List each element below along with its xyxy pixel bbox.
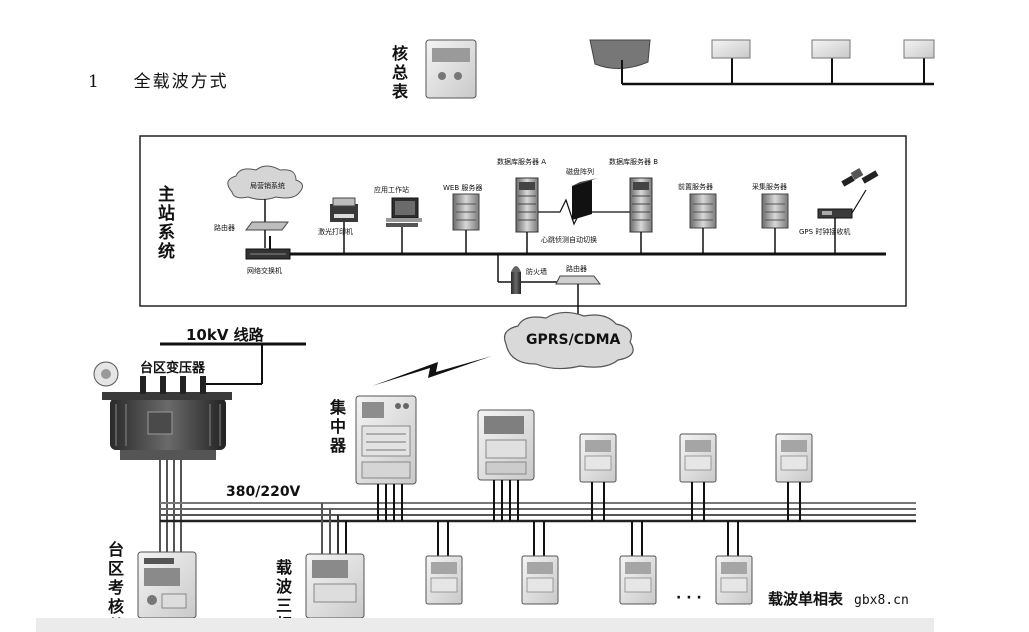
top-transformer-fragment <box>589 39 651 69</box>
router-label: 路由器 <box>214 224 235 232</box>
carrier-three-phase-label: 载波三相表 <box>276 558 293 618</box>
laser-printer-label: 激光打印机 <box>318 228 353 236</box>
router2-label: 路由器 <box>566 265 587 273</box>
area-meter-label-clip: 台区考核总表 <box>100 540 140 618</box>
gps-receiver-icon <box>817 208 853 219</box>
wireless-link-icon <box>372 356 492 386</box>
marketing-system-label: 局营销系统 <box>250 182 285 190</box>
single-phase-meter-icon <box>715 555 753 605</box>
area-meter-label: 台区考核总表 <box>108 540 125 618</box>
db-server-b-label: 数据库服务器 B <box>609 158 659 166</box>
workstation-icon <box>386 197 422 227</box>
transformer-label: 台区变压器 <box>140 361 206 376</box>
single-phase-meter-icon <box>679 433 717 483</box>
laser-printer-icon <box>330 197 358 222</box>
master-station-box <box>139 135 907 307</box>
voltage-label: 380/220V <box>226 484 301 500</box>
section-title: 全载波方式 <box>133 72 229 92</box>
disk-array-label: 磁盘阵列 <box>566 168 594 176</box>
single-phase-meter-icon <box>521 555 559 605</box>
master-station-title: 主站系统 <box>158 185 175 262</box>
satellite-icon <box>841 168 879 187</box>
ellipsis-label: · · · <box>676 590 702 606</box>
gps-receiver-label: GPS 时钟接收机 <box>799 228 851 236</box>
front-server-icon <box>689 193 717 229</box>
cloud-icon <box>227 165 303 200</box>
concentrator-icon <box>355 395 417 485</box>
db-server-a-label: 数据库服务器 A <box>497 158 547 166</box>
top-fragment <box>425 39 935 99</box>
carrier-three-phase-meter-icon <box>305 553 365 619</box>
firewall-icon <box>511 266 521 294</box>
section-heading: 1 全载波方式 <box>88 67 229 92</box>
bottom-bar <box>36 618 934 632</box>
single-phase-meter-icon <box>425 555 463 605</box>
three-phase-label-clip: 载波三相表 <box>270 558 310 618</box>
transformer-icon <box>93 361 232 460</box>
router2-icon <box>555 275 601 285</box>
heartbeat-line <box>538 198 632 226</box>
collect-server-label: 采集服务器 <box>752 183 787 191</box>
disk-array-icon <box>572 178 598 220</box>
gprs-cdma-label: GPRS/CDMA <box>526 332 621 348</box>
db-server-a-icon <box>515 177 539 233</box>
watermark: gbx8.cn <box>854 593 909 608</box>
carrier-single-phase-label: 载波单相表 <box>768 590 844 608</box>
single-phase-meter-icon <box>775 433 813 483</box>
web-server-icon <box>452 193 480 231</box>
top-total-meter-label: 核总表 <box>392 44 409 101</box>
firewall-label: 防火墙 <box>526 268 547 276</box>
heartbeat-switch-label: 心跳侦测自动切换 <box>541 236 597 244</box>
area-check-meter-icon <box>137 551 197 619</box>
single-phase-meter-icon <box>619 555 657 605</box>
network-switch-label: 网络交换机 <box>247 267 282 275</box>
router-icon <box>245 221 289 231</box>
gprs-cloud-icon <box>503 311 634 370</box>
front-server-label: 前置服务器 <box>678 183 713 191</box>
web-server-label: WEB 服务器 <box>443 184 483 192</box>
single-phase-meter-icon <box>579 433 617 483</box>
section-number: 1 <box>88 72 101 92</box>
hv-line-label: 10kV 线路 <box>186 326 264 344</box>
concentrator-label: 集中器 <box>330 398 347 455</box>
db-server-b-icon <box>629 177 653 233</box>
collect-server-icon <box>761 193 789 229</box>
three-phase-meter-icon <box>477 409 535 481</box>
workstation-label: 应用工作站 <box>374 186 409 194</box>
